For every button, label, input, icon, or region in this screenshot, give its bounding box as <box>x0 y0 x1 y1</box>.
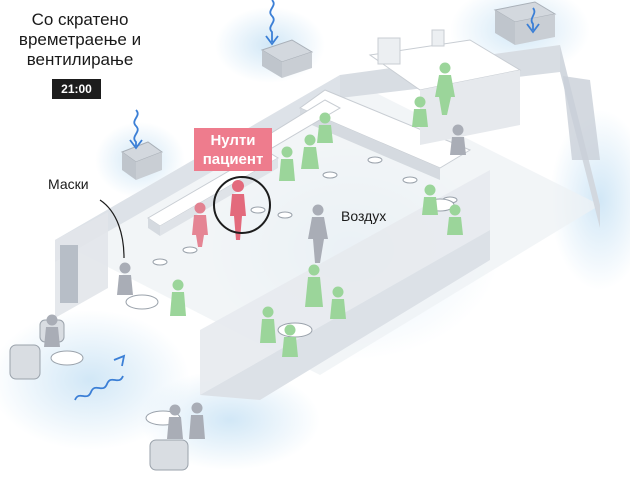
patient-zero-label: Нулти пациент <box>194 128 272 171</box>
air-label: Воздух <box>341 208 386 224</box>
diagram-title: Со скратено времетраење и вентилирање <box>10 10 150 70</box>
masks-label: Маски <box>48 176 89 192</box>
time-badge: 21:00 <box>52 79 101 99</box>
door <box>60 245 78 303</box>
